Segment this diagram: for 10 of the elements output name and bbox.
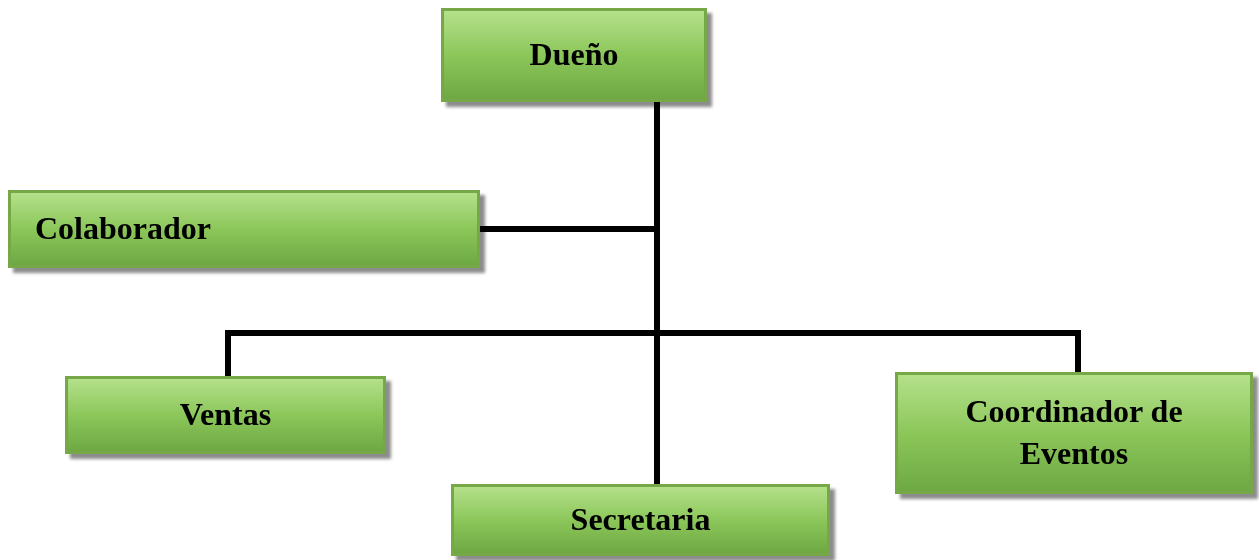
- role-title: Dueño: [529, 35, 619, 75]
- role-title: Secretaria: [570, 500, 711, 540]
- org-box: [441, 8, 707, 102]
- org-box: [895, 372, 1253, 494]
- role-title: Ventas: [179, 395, 272, 435]
- role-title: Coordinador de Eventos: [964, 392, 1184, 473]
- org-box: [8, 190, 480, 268]
- org-box: [65, 376, 386, 454]
- org-box: [451, 484, 830, 556]
- role-title: Colaborador: [35, 209, 211, 249]
